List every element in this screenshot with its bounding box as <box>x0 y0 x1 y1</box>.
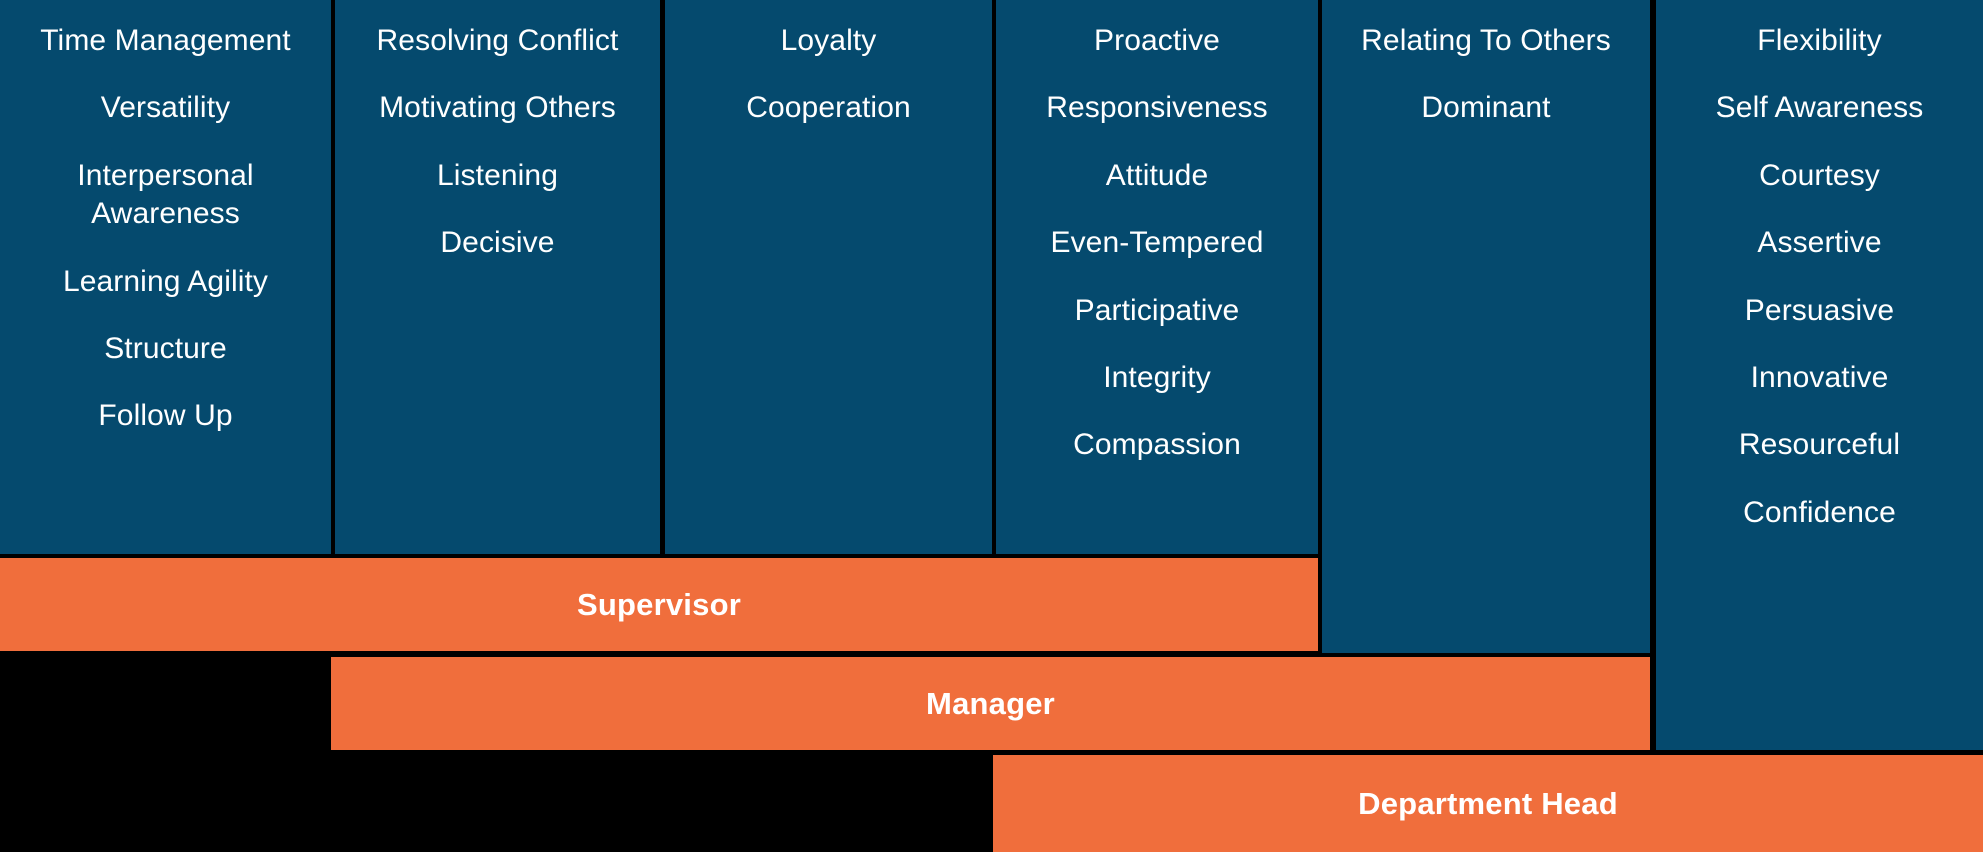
skill-item: Relating To Others <box>1361 24 1611 57</box>
skill-item: Assertive <box>1757 226 1882 260</box>
skill-item: Proactive <box>1094 24 1220 57</box>
role-band-label: Supervisor <box>577 586 741 622</box>
skill-item: Responsiveness <box>1046 91 1268 125</box>
skill-item: Interpersonal Awareness <box>77 158 254 231</box>
skill-item: Persuasive <box>1744 293 1895 327</box>
skill-item: Dominant <box>1421 91 1551 125</box>
skill-item: Decisive <box>440 226 555 260</box>
skill-item: Confidence <box>1743 495 1896 529</box>
skill-item: Flexibility <box>1757 24 1882 57</box>
skill-column-2: Resolving Conflict Motivating Others Lis… <box>335 0 660 554</box>
skill-column-1: Time Management Versatility Interpersona… <box>0 0 331 554</box>
skill-item: Self Awareness <box>1715 91 1924 125</box>
skill-item: Structure <box>104 331 227 365</box>
skill-item: Attitude <box>1105 158 1209 192</box>
role-band-manager: Manager <box>331 657 1650 750</box>
role-band-supervisor: Supervisor <box>0 558 1318 651</box>
skill-item: Even-Tempered <box>1050 226 1264 260</box>
skill-item: Motivating Others <box>379 91 616 125</box>
role-band-department-head: Department Head <box>993 755 1983 852</box>
role-band-label: Manager <box>926 685 1055 721</box>
skill-item: Resourceful <box>1738 428 1901 462</box>
skill-item: Courtesy <box>1759 158 1880 192</box>
skill-item: Loyalty <box>780 24 877 57</box>
skill-column-6: Flexibility Self Awareness Courtesy Asse… <box>1656 0 1983 750</box>
skill-item: Time Management <box>40 24 291 57</box>
skill-item: Follow Up <box>98 399 233 433</box>
skill-item: Versatility <box>100 91 231 125</box>
role-band-label: Department Head <box>1358 785 1618 821</box>
skill-item: Resolving Conflict <box>376 24 619 57</box>
skill-item: Learning Agility <box>62 264 269 298</box>
skill-column-5: Relating To Others Dominant <box>1322 0 1650 653</box>
skill-column-4: Proactive Responsiveness Attitude Even-T… <box>996 0 1318 554</box>
skill-item: Integrity <box>1103 360 1211 394</box>
skill-item: Innovative <box>1750 360 1889 394</box>
skill-item: Listening <box>437 158 558 192</box>
skill-item: Cooperation <box>746 91 911 125</box>
skill-item: Compassion <box>1073 428 1241 462</box>
skill-column-3: Loyalty Cooperation <box>665 0 992 554</box>
skill-item: Participative <box>1074 293 1240 327</box>
